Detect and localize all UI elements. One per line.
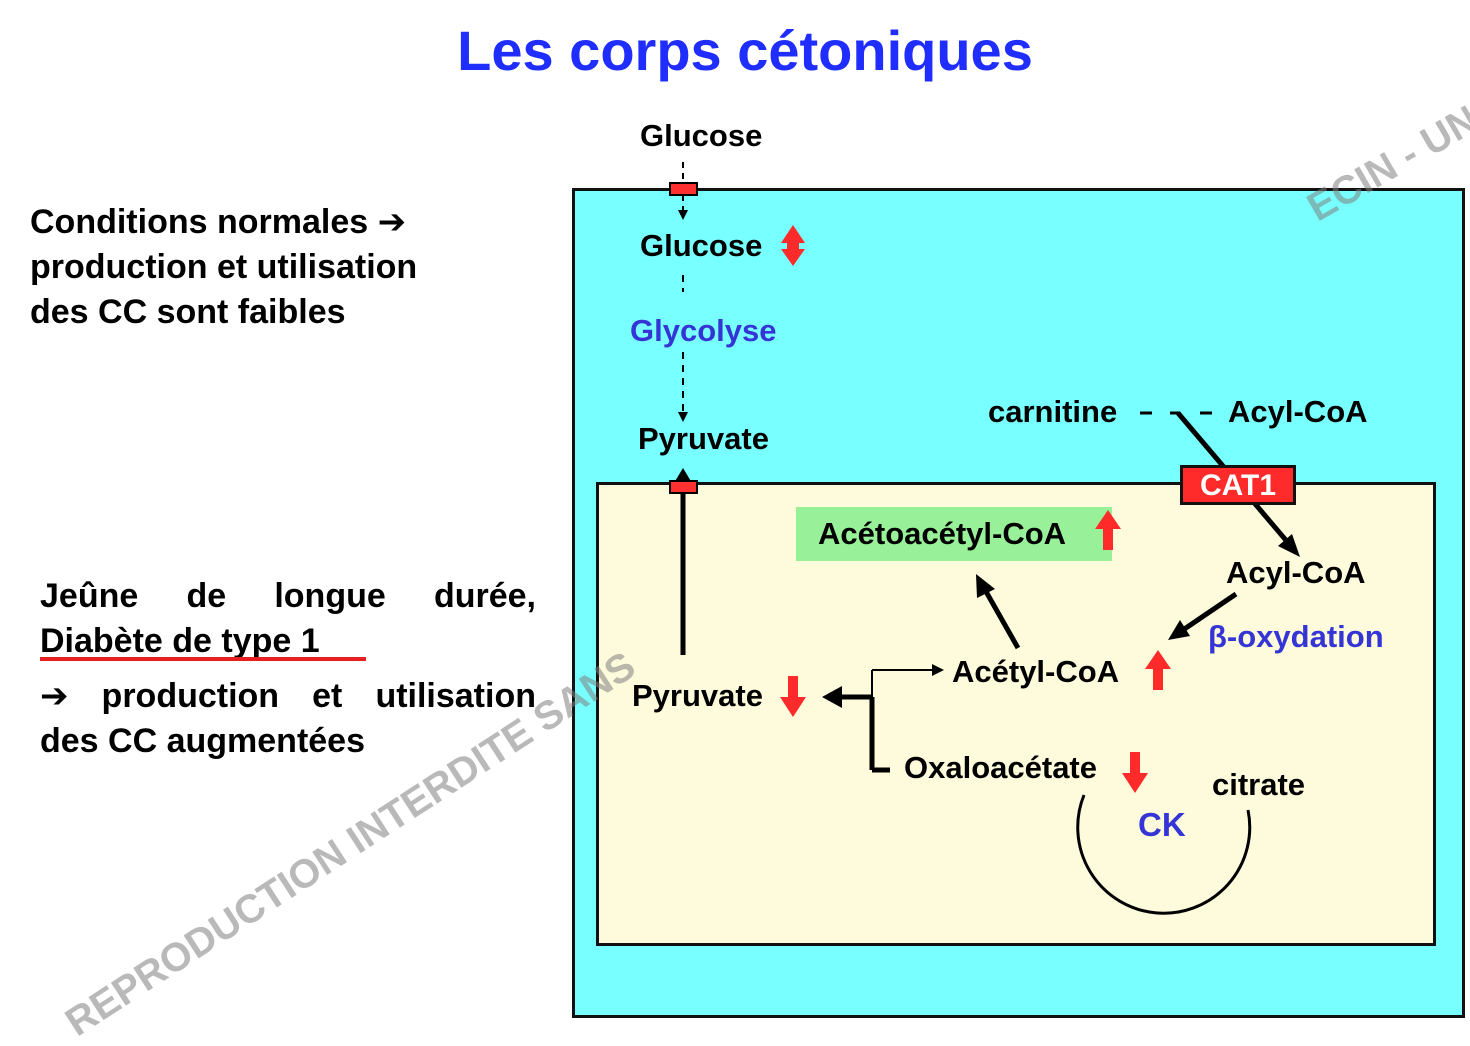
cat1-transport-head xyxy=(1278,534,1300,557)
glucose-transporter xyxy=(669,182,698,196)
beta-oxidation-line xyxy=(1178,591,1238,635)
acetyl-coa-label: Acétyl-CoA xyxy=(952,654,1120,689)
normal-conditions-text: Conditions normales ➔ production et util… xyxy=(30,200,417,335)
normal-conditions-line-1: Conditions normales ➔ xyxy=(30,203,407,241)
acetyl-up-icon xyxy=(1145,650,1171,690)
ketogenesis-line xyxy=(981,586,1021,650)
krebs-cycle-arc xyxy=(1076,794,1252,915)
cat1-enzyme-box: CAT1 xyxy=(1180,465,1296,505)
fasting-result-line-1: ➔ production et utilisation xyxy=(40,677,536,715)
pyruvate-transporter xyxy=(669,480,698,494)
pyruvate-mito-label: Pyruvate xyxy=(632,678,763,713)
glycolyse-label: Glycolyse xyxy=(630,313,777,348)
pyruvate-down-icon xyxy=(780,676,806,717)
pyruvate-return-head xyxy=(822,686,842,708)
acetoacetyl-up-icon xyxy=(1095,510,1121,550)
beta-oxydation-label: β-oxydation xyxy=(1208,619,1384,654)
oxaloacetate-down-icon xyxy=(1122,752,1148,793)
glucose-up-down-icon xyxy=(781,225,805,266)
acetyl-coa-thin-head xyxy=(932,664,944,676)
normal-conditions-line-3: des CC sont faibles xyxy=(30,293,346,331)
fasting-line-1: Jeûne de longue durée, xyxy=(40,577,536,615)
glucose-inside-label: Glucose xyxy=(640,228,763,263)
glucose-outside-label: Glucose xyxy=(640,118,763,153)
citrate-label: citrate xyxy=(1212,767,1306,802)
normal-conditions-line-2: production et utilisation xyxy=(30,248,418,286)
carnitine-label: carnitine xyxy=(988,394,1118,429)
oxaloacetate-label: Oxaloacétate xyxy=(904,750,1097,785)
acetoacetyl-coa-highlight xyxy=(796,507,1112,561)
ck-label: CK xyxy=(1138,806,1186,843)
acyl-coa-mito-label: Acyl-CoA xyxy=(1226,555,1366,590)
beta-oxidation-head xyxy=(1168,620,1190,640)
diabetes-underline xyxy=(40,657,366,661)
acyl-coa-cytosol-label: Acyl-CoA xyxy=(1228,394,1368,429)
acetoacetyl-coa-label: Acétoacétyl-CoA xyxy=(818,516,1067,551)
fasting-result-line-2: des CC augmentées xyxy=(40,722,365,760)
ketogenesis-head xyxy=(976,574,995,598)
fasting-line-2: Diabète de type 1 xyxy=(40,622,320,660)
page-title: Les corps cétoniques xyxy=(457,19,1033,82)
pyruvate-cytosol-label: Pyruvate xyxy=(638,421,769,456)
